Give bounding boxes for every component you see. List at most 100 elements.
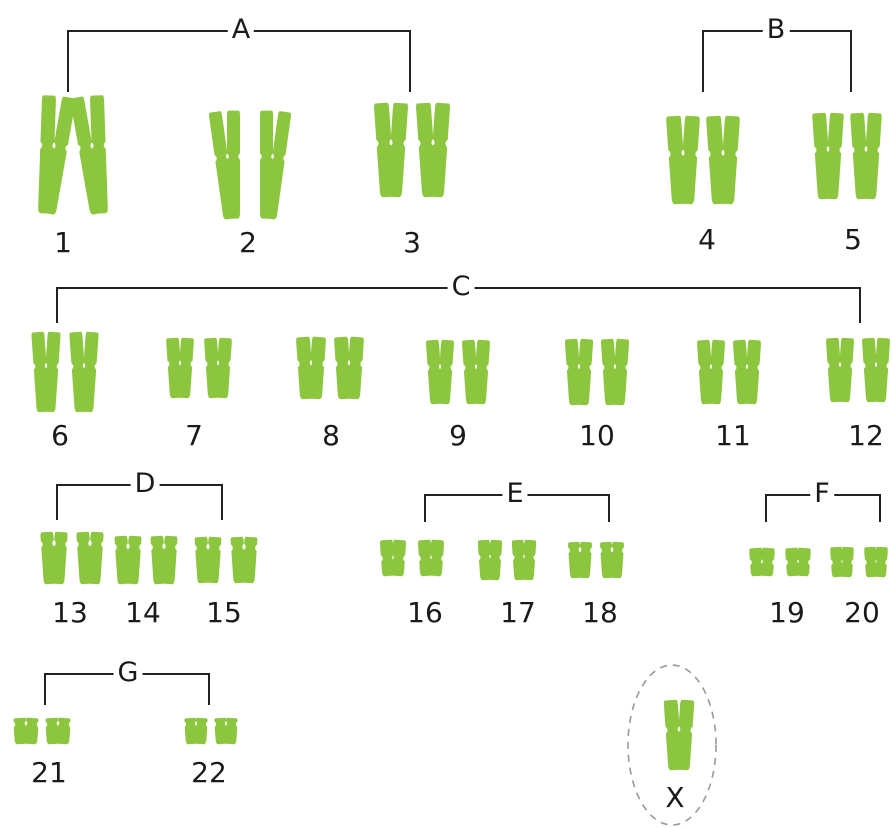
- chromosome-7-homolog-1: [166, 337, 194, 399]
- chromosome-number-16: 16: [403, 597, 447, 629]
- chromosome-1-homolog-1: [38, 95, 76, 215]
- chromosome-number-10: 10: [575, 420, 619, 452]
- chromosome-8-homolog-1: [296, 336, 326, 400]
- chromosome-number-1: 1: [50, 227, 76, 259]
- chromosome-5-homolog-1: [812, 112, 844, 200]
- chromosome-9-homolog-1: [426, 339, 454, 405]
- chromosome-number-6: 6: [47, 420, 73, 452]
- chromosome-number-11: 11: [711, 420, 755, 452]
- chromosome-15-homolog-2: [230, 536, 258, 584]
- chromosome-number-x: X: [661, 782, 689, 814]
- chromosome-3: [374, 102, 450, 198]
- chromosome-10-homolog-1: [564, 338, 594, 406]
- chromosome-5: [812, 112, 882, 200]
- chromosome-number-22: 22: [187, 757, 231, 789]
- chromosome-22-homolog-1: [184, 717, 208, 745]
- chromosome-14-homolog-2: [150, 535, 178, 585]
- chromosome-4-homolog-2: [706, 115, 740, 205]
- chromosome-19-homolog-2: [785, 547, 811, 577]
- chromosome-9-homolog-2: [462, 339, 490, 405]
- chromosome-12-homolog-1: [826, 337, 854, 403]
- group-label-d: D: [130, 468, 160, 500]
- chromosome-number-15: 15: [202, 597, 246, 629]
- chromosome-7: [166, 337, 232, 399]
- chromosome-15-homolog-1: [194, 536, 222, 584]
- chromosome-6-homolog-1: [31, 331, 61, 413]
- chromosome-3-homolog-1: [374, 102, 408, 198]
- chromosome-9: [426, 339, 490, 405]
- chromosome-18-homolog-1: [568, 541, 592, 579]
- chromosome-18: [568, 541, 624, 579]
- chromosome-10: [564, 338, 630, 406]
- group-label-c: C: [447, 271, 475, 303]
- chromosome-number-8: 8: [318, 420, 344, 452]
- chromosome-22: [184, 717, 238, 745]
- group-label-a: A: [227, 14, 255, 46]
- chromosome-18-homolog-2: [600, 541, 624, 579]
- chromosome-11: [697, 339, 761, 405]
- chromosome-number-21: 21: [27, 757, 71, 789]
- chromosome-16: [380, 539, 444, 577]
- chromosome-11-homolog-1: [697, 339, 725, 405]
- chromosome-13-homolog-2: [76, 531, 104, 585]
- chromosome-number-2: 2: [235, 227, 261, 259]
- chromosome-2: [209, 110, 291, 220]
- chromosome-4: [666, 115, 740, 205]
- group-label-g: G: [113, 657, 143, 689]
- chromosome-14-homolog-1: [114, 535, 142, 585]
- chromosome-number-18: 18: [578, 597, 622, 629]
- group-label-b: B: [762, 14, 790, 46]
- chromosome-number-20: 20: [840, 597, 884, 629]
- chromosome-number-19: 19: [765, 597, 809, 629]
- chromosome-19: [749, 547, 811, 577]
- chromosome-13: [40, 531, 104, 585]
- chromosome-3-homolog-2: [416, 102, 450, 198]
- chromosome-12-homolog-2: [862, 337, 890, 403]
- chromosome-13-homolog-1: [40, 531, 68, 585]
- chromosome-number-5: 5: [840, 224, 866, 256]
- chromosome-x: [663, 699, 695, 771]
- chromosome-1-homolog-2: [70, 95, 108, 215]
- chromosome-11-homolog-2: [733, 339, 761, 405]
- chromosome-14: [114, 535, 178, 585]
- chromosome-number-17: 17: [496, 597, 540, 629]
- chromosome-20: [830, 546, 888, 578]
- chromosome-16-homolog-2: [418, 539, 444, 577]
- chromosome-21-homolog-1: [13, 717, 39, 745]
- chromosome-2-homolog-2: [260, 110, 291, 220]
- chromosome-16-homolog-1: [380, 539, 406, 577]
- chromosome-4-homolog-1: [666, 115, 700, 205]
- chromosome-8: [296, 336, 364, 400]
- sex-chromosome-outline: [627, 664, 717, 826]
- chromosome-number-13: 13: [48, 597, 92, 629]
- chromosome-number-3: 3: [399, 227, 425, 259]
- chromosome-17-homolog-2: [511, 539, 537, 581]
- chromosome-number-14: 14: [121, 597, 165, 629]
- chromosome-22-homolog-2: [214, 717, 238, 745]
- chromosome-20-homolog-1: [830, 546, 854, 578]
- chromosome-8-homolog-2: [334, 336, 364, 400]
- chromosome-20-homolog-2: [864, 546, 888, 578]
- group-label-e: E: [502, 478, 528, 510]
- chromosome-number-12: 12: [844, 420, 888, 452]
- chromosome-2-homolog-1: [209, 110, 240, 220]
- chromosome-12: [826, 337, 890, 403]
- chromosome-6: [31, 331, 99, 413]
- chromosome-7-homolog-2: [204, 337, 232, 399]
- chromosome-number-9: 9: [445, 420, 471, 452]
- chromosome-1: [38, 95, 108, 215]
- group-label-f: F: [810, 478, 834, 510]
- chromosome-17-homolog-1: [477, 539, 503, 581]
- chromosome-10-homolog-2: [600, 338, 630, 406]
- chromosome-number-4: 4: [694, 224, 720, 256]
- chromosome-number-7: 7: [181, 420, 207, 452]
- chromosome-5-homolog-2: [850, 112, 882, 200]
- chromosome-15: [194, 536, 258, 584]
- chromosome-21: [13, 717, 71, 745]
- chromosome-21-homolog-2: [45, 717, 71, 745]
- chromosome-19-homolog-1: [749, 547, 775, 577]
- chromosome-6-homolog-2: [69, 331, 99, 413]
- chromosome-x-homolog-1: [663, 699, 695, 771]
- chromosome-17: [477, 539, 537, 581]
